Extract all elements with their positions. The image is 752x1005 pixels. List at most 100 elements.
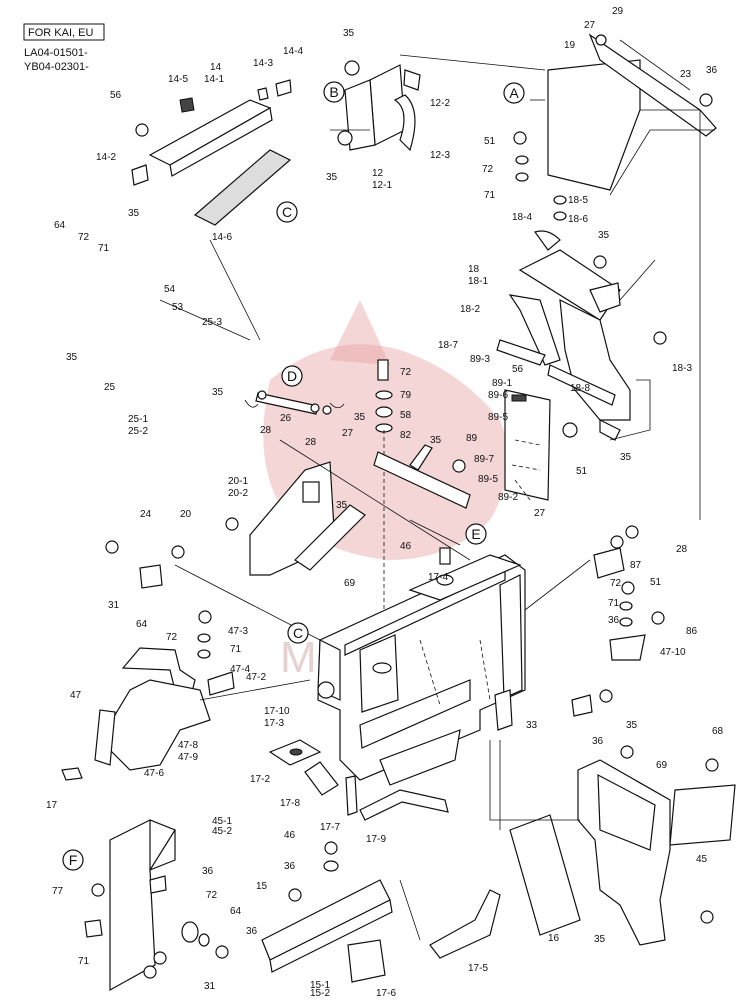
section-marker-circle — [62, 849, 84, 871]
part-number-label: 71 — [230, 644, 242, 655]
section-marker-circle — [276, 201, 298, 223]
part-number-label: 58 — [400, 410, 412, 421]
part-number-label: 27 — [534, 508, 546, 519]
part-number-label: 20 — [180, 509, 192, 520]
part-number-label: 17-10 — [264, 706, 290, 717]
part-number-label: 89-2 — [498, 492, 518, 503]
part-number-label: 36 — [284, 861, 296, 872]
part-number-label: 18-8 — [570, 383, 590, 394]
part-number-label: 25-2 — [128, 426, 148, 437]
section-marker-letter: A — [509, 85, 519, 101]
part-number-label: 28 — [676, 544, 688, 555]
section-marker-letter: B — [329, 84, 338, 100]
part-number-label: 23 — [680, 69, 692, 80]
part-number-label: 45 — [696, 854, 708, 865]
part-number-label: 45-1 — [212, 816, 232, 827]
part-number-label: 53 — [172, 302, 184, 313]
part-number-label: 18-1 — [468, 276, 488, 287]
part-number-label: 89-7 — [474, 454, 494, 465]
part-number-label: 35 — [128, 208, 140, 219]
part-number-label: 71 — [484, 190, 496, 201]
part-number-label: 17-2 — [250, 774, 270, 785]
part-number-label: 12-1 — [372, 180, 392, 191]
part-number-label: 17-6 — [376, 988, 396, 999]
part-number-label: 47-3 — [228, 626, 248, 637]
part-number-label: 31 — [108, 600, 120, 611]
part-number-label: 14-3 — [253, 58, 273, 69]
part-number-label: 35 — [626, 720, 638, 731]
part-number-label: 19 — [564, 40, 576, 51]
part-number-label: 87 — [630, 560, 642, 571]
part-number-label: 71 — [98, 243, 110, 254]
part-number-label: 14-4 — [283, 46, 303, 57]
part-number-label: 89-5 — [478, 474, 498, 485]
part-number-label: 17-5 — [468, 963, 488, 974]
part-number-label: 89-3 — [470, 354, 490, 365]
part-number-label: 68 — [712, 726, 724, 737]
part-number-label: 71 — [78, 956, 90, 967]
part-number-label: 72 — [482, 164, 494, 175]
part-number-label: 31 — [204, 981, 216, 992]
part-number-label: 72 — [400, 367, 412, 378]
part-number-label: 72 — [166, 632, 178, 643]
serial-1: LA04-01501- — [24, 47, 88, 59]
part-number-label: 89 — [466, 433, 478, 444]
part-number-label: 12 — [372, 168, 384, 179]
part-number-label: 18-4 — [512, 212, 532, 223]
serial-2: YB04-02301- — [24, 61, 89, 73]
part-number-label: 17-8 — [280, 798, 300, 809]
part-number-label: 35 — [430, 435, 442, 446]
part-number-labels: 3512-21212-112-3351414-114-314-414-55614… — [46, 6, 724, 999]
part-number-label: 71 — [608, 598, 620, 609]
part-number-label: 25 — [104, 382, 116, 393]
section-marker-letter: D — [287, 368, 297, 384]
part-number-label: 35 — [594, 934, 606, 945]
part-number-label: 51 — [484, 136, 496, 147]
part-number-label: 47-9 — [178, 752, 198, 763]
part-number-label: 27 — [342, 428, 354, 439]
part-number-label: 18-2 — [460, 304, 480, 315]
part-number-label: 25-3 — [202, 317, 222, 328]
part-number-label: 64 — [136, 619, 148, 630]
part-number-label: 33 — [526, 720, 538, 731]
part-number-label: 12-3 — [430, 150, 450, 161]
section-marker-letter: E — [471, 526, 480, 542]
part-number-label: 18-3 — [672, 363, 692, 374]
part-number-label: 51 — [576, 466, 588, 477]
part-number-label: 47 — [70, 690, 82, 701]
part-shapes — [61, 33, 736, 992]
part-number-label: 72 — [206, 890, 218, 901]
section-marker-letter: C — [282, 204, 292, 220]
part-number-label: 14-5 — [168, 74, 188, 85]
part-number-label: 45-2 — [212, 826, 232, 837]
part-number-label: 35 — [212, 387, 224, 398]
part-number-label: 14-6 — [212, 232, 232, 243]
part-number-label: 72 — [610, 578, 622, 589]
part-number-label: 69 — [656, 760, 668, 771]
part-number-label: 35 — [66, 352, 78, 363]
part-number-label: 15-2 — [310, 988, 330, 999]
part-number-label: 47-8 — [178, 740, 198, 751]
section-marker-circle — [281, 365, 303, 387]
region-tag-box — [23, 23, 105, 41]
part-number-label: 18-6 — [568, 214, 588, 225]
part-number-label: 89-1 — [492, 378, 512, 389]
part-number-label: 47-4 — [230, 664, 250, 675]
part-number-label: 89-5 — [488, 412, 508, 423]
part-number-label: 18-7 — [438, 340, 458, 351]
part-number-label: 17-4 — [428, 572, 448, 583]
part-number-label: 14-1 — [204, 74, 224, 85]
part-number-label: 64 — [230, 906, 242, 917]
part-number-label: 36 — [706, 65, 718, 76]
section-marker-circle — [503, 82, 525, 104]
part-number-label: 46 — [400, 541, 412, 552]
part-number-label: 69 — [344, 578, 356, 589]
part-number-label: 36 — [202, 866, 214, 877]
part-number-label: 29 — [612, 6, 624, 17]
part-number-label: 12-2 — [430, 98, 450, 109]
part-number-label: 47-2 — [246, 672, 266, 683]
part-number-label: 56 — [110, 90, 122, 101]
part-number-label: 28 — [305, 437, 317, 448]
